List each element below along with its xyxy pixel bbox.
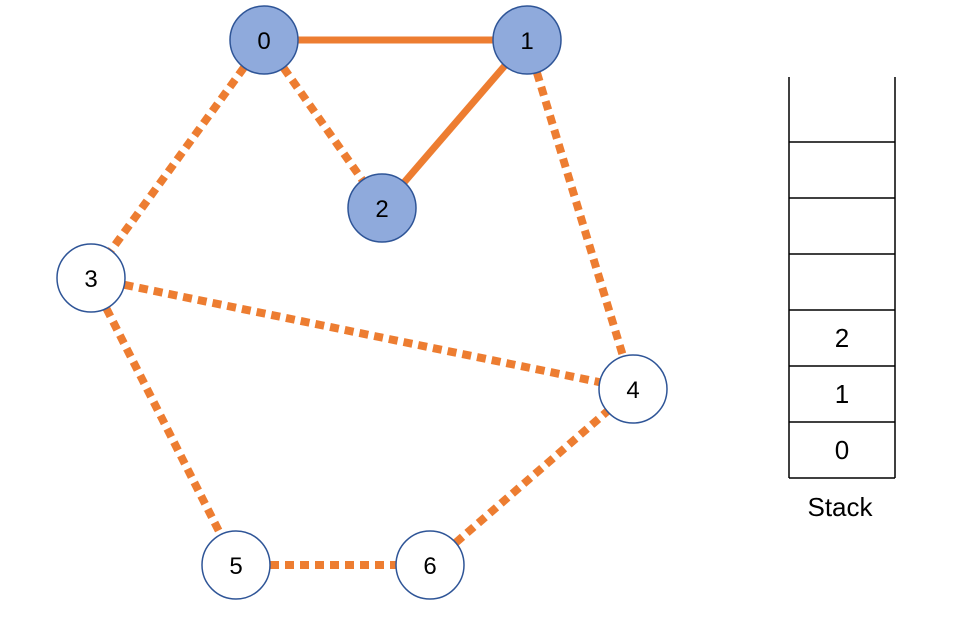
node-circle [347, 173, 417, 243]
node-circle [395, 530, 465, 600]
node-0: 0 [229, 5, 299, 75]
stack-cell: 1 [835, 379, 849, 409]
edge-3-4-dashed [123, 280, 601, 387]
node-circle [598, 354, 668, 424]
edge-1-2-solid [401, 63, 508, 185]
node-4: 4 [598, 354, 668, 424]
node-circle [492, 5, 562, 75]
stack-title: Stack [807, 492, 873, 522]
node-label: 3 [84, 266, 97, 293]
node-2: 2 [347, 173, 417, 243]
graph-edges [102, 36, 627, 569]
node-label: 6 [423, 553, 436, 580]
node-1: 1 [492, 5, 562, 75]
node-label: 1 [520, 28, 533, 55]
node-label: 4 [626, 377, 639, 404]
node-circle [201, 530, 271, 600]
edge-0-3-dashed [107, 65, 248, 253]
graph-nodes: 0 1 2 3 4 5 6 [56, 5, 668, 600]
node-label: 5 [229, 553, 242, 580]
edge-1-4-dashed [533, 71, 627, 358]
stack-structure: 2 1 0 [788, 77, 896, 479]
edge-6-4-dashed [453, 408, 610, 546]
node-circle [229, 5, 299, 75]
edge-0-2-dashed [280, 65, 366, 183]
node-5: 5 [201, 530, 271, 600]
edge-3-5-dashed [102, 306, 225, 537]
stack-cell: 0 [835, 435, 849, 465]
node-label: 0 [257, 28, 270, 55]
stack-cell: 2 [835, 323, 849, 353]
node-circle [56, 243, 126, 313]
node-label: 2 [375, 196, 388, 223]
node-6: 6 [395, 530, 465, 600]
node-3: 3 [56, 243, 126, 313]
